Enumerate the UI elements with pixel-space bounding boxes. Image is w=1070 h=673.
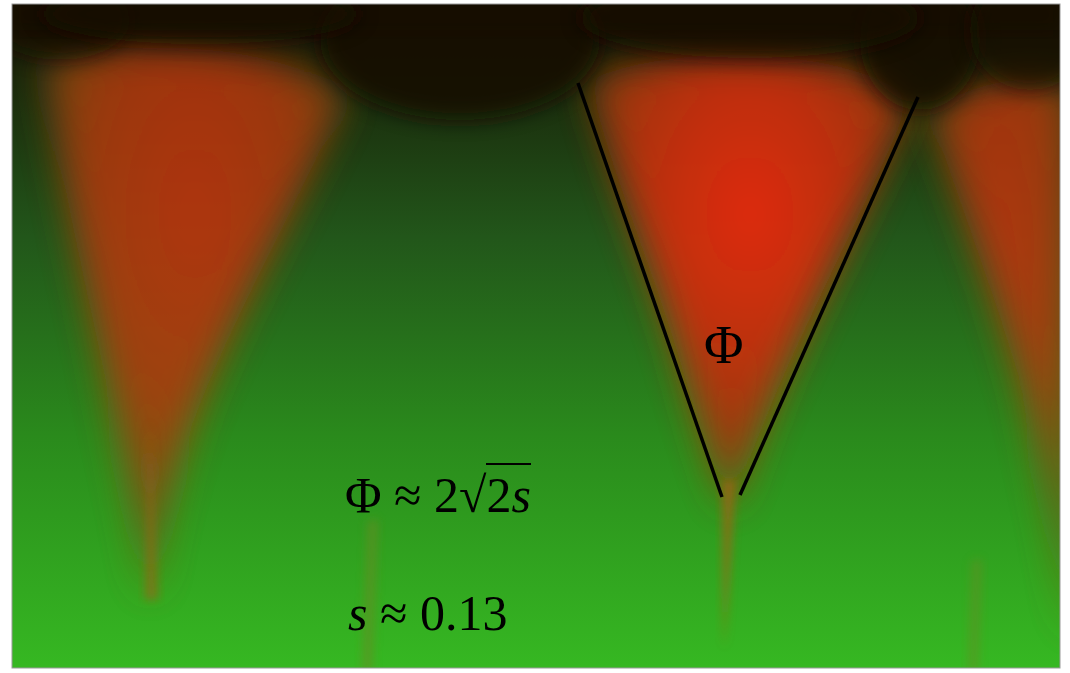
angle-line xyxy=(578,83,722,497)
parameter-value: s ≈ 0.13 xyxy=(348,588,507,638)
sector-tail xyxy=(145,420,158,600)
dark-scallop xyxy=(40,4,360,44)
sector-tail xyxy=(722,480,736,650)
dark-scallop xyxy=(580,4,920,58)
image-content xyxy=(12,4,1060,668)
dark-scallop xyxy=(970,4,1060,90)
sector-tail xyxy=(968,560,982,668)
red-sector xyxy=(930,80,1060,640)
angle-symbol: Φ xyxy=(704,318,743,372)
red-sector xyxy=(590,55,910,510)
angle-formula: Φ ≈ 2√2s xyxy=(345,470,531,520)
red-sector xyxy=(45,48,345,600)
dark-scallop xyxy=(320,4,600,120)
image-border xyxy=(12,4,1060,668)
angle-line xyxy=(740,97,918,495)
